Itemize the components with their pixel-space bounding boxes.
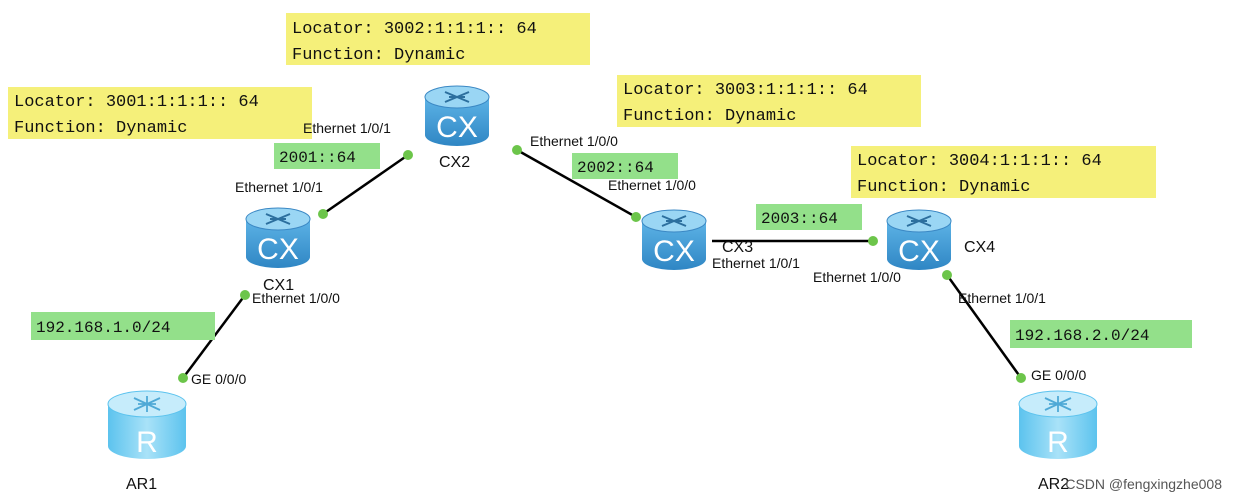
device-ar2[interactable]: R [1018, 390, 1098, 459]
port-dot [868, 236, 878, 246]
port-label-cx4-ar2: Ethernet 1/0/1 [958, 290, 1046, 306]
link-cx2-cx3 [516, 148, 637, 219]
device-label-cx3: CX3 [722, 239, 753, 256]
ar-router-icon: R [107, 390, 187, 459]
port-dot [631, 212, 641, 222]
port-label-cx4-cx3: Ethernet 1/0/0 [813, 269, 901, 285]
svg-text:2002::64: 2002::64 [577, 159, 654, 177]
cx-router-icon: CX [424, 85, 490, 146]
subnet-2002: 2002::64 [572, 153, 678, 179]
locator-box-cx1: Locator: 3001:1:1:1:: 64 Function: Dynam… [8, 87, 312, 139]
port-label-ar2-cx4: GE 0/0/0 [1031, 367, 1086, 383]
device-label-ar1: AR1 [126, 476, 157, 493]
port-dot [240, 290, 250, 300]
cx-router-icon: CX [886, 209, 952, 270]
device-cx1[interactable]: CX [245, 207, 311, 268]
cx-router-icon: CX [245, 207, 311, 268]
port-dots [178, 145, 1026, 383]
device-label-ar2: AR2 [1038, 476, 1069, 493]
locator-text: Locator: 3002:1:1:1:: 64 [292, 20, 537, 39]
subnet-2001: 2001::64 [274, 143, 380, 169]
locator-box-cx4: Locator: 3004:1:1:1:: 64 Function: Dynam… [851, 146, 1156, 198]
port-label-cx1-ar1: Ethernet 1/0/0 [252, 290, 340, 306]
locator-text: Locator: 3004:1:1:1:: 64 [857, 152, 1102, 171]
device-cx3[interactable]: CX [641, 209, 707, 270]
svg-text:CX: CX [653, 235, 695, 268]
device-cx4[interactable]: CX [886, 209, 952, 270]
port-label-cx3-cx4: Ethernet 1/0/1 [712, 255, 800, 271]
cx-router-icon: CX [641, 209, 707, 270]
svg-text:CX: CX [436, 111, 478, 144]
port-dot [1016, 373, 1026, 383]
port-label-cx2-cx3: Ethernet 1/0/0 [530, 133, 618, 149]
locator-box-cx3: Locator: 3003:1:1:1:: 64 Function: Dynam… [617, 75, 921, 127]
svg-text:R: R [136, 426, 158, 459]
svg-text:CX: CX [257, 233, 299, 266]
svg-text:192.168.2.0/24: 192.168.2.0/24 [1015, 327, 1149, 345]
subnet-2003: 2003::64 [756, 204, 862, 230]
watermark: CSDN @fengxingzhe008 [1065, 476, 1222, 492]
port-dot [318, 209, 328, 219]
device-label-cx4: CX4 [964, 239, 995, 256]
port-dot [178, 373, 188, 383]
port-label-cx3-cx2: Ethernet 1/0/0 [608, 177, 696, 193]
port-label-cx1-cx2: Ethernet 1/0/1 [235, 179, 323, 195]
locator-text: Locator: 3003:1:1:1:: 64 [623, 81, 868, 100]
link-cx1-cx2 [322, 153, 409, 216]
ar-router-icon: R [1018, 390, 1098, 459]
device-label-cx2: CX2 [439, 154, 470, 171]
locator-text: Locator: 3001:1:1:1:: 64 [14, 93, 259, 112]
port-dot [512, 145, 522, 155]
device-cx2[interactable]: CX [424, 85, 490, 146]
device-ar1[interactable]: R [107, 390, 187, 459]
svg-text:R: R [1047, 426, 1069, 459]
port-dot [942, 270, 952, 280]
port-dot [403, 150, 413, 160]
svg-text:CX: CX [898, 235, 940, 268]
function-text: Function: Dynamic [857, 178, 1030, 197]
port-label-ar1-cx1: GE 0/0/0 [191, 371, 246, 387]
subnet-192-168-2: 192.168.2.0/24 [1010, 320, 1192, 348]
locator-box-cx2: Locator: 3002:1:1:1:: 64 Function: Dynam… [286, 13, 590, 65]
svg-text:2001::64: 2001::64 [279, 149, 356, 167]
device-label-cx1: CX1 [263, 277, 294, 294]
link-cx4-ar2 [945, 274, 1023, 379]
subnet-192-168-1: 192.168.1.0/24 [31, 312, 215, 340]
function-text: Function: Dynamic [623, 107, 796, 126]
function-text: Function: Dynamic [292, 46, 465, 65]
svg-text:192.168.1.0/24: 192.168.1.0/24 [36, 319, 170, 337]
svg-text:2003::64: 2003::64 [761, 210, 838, 228]
function-text: Function: Dynamic [14, 119, 187, 138]
port-label-cx2-cx1: Ethernet 1/0/1 [303, 120, 391, 136]
